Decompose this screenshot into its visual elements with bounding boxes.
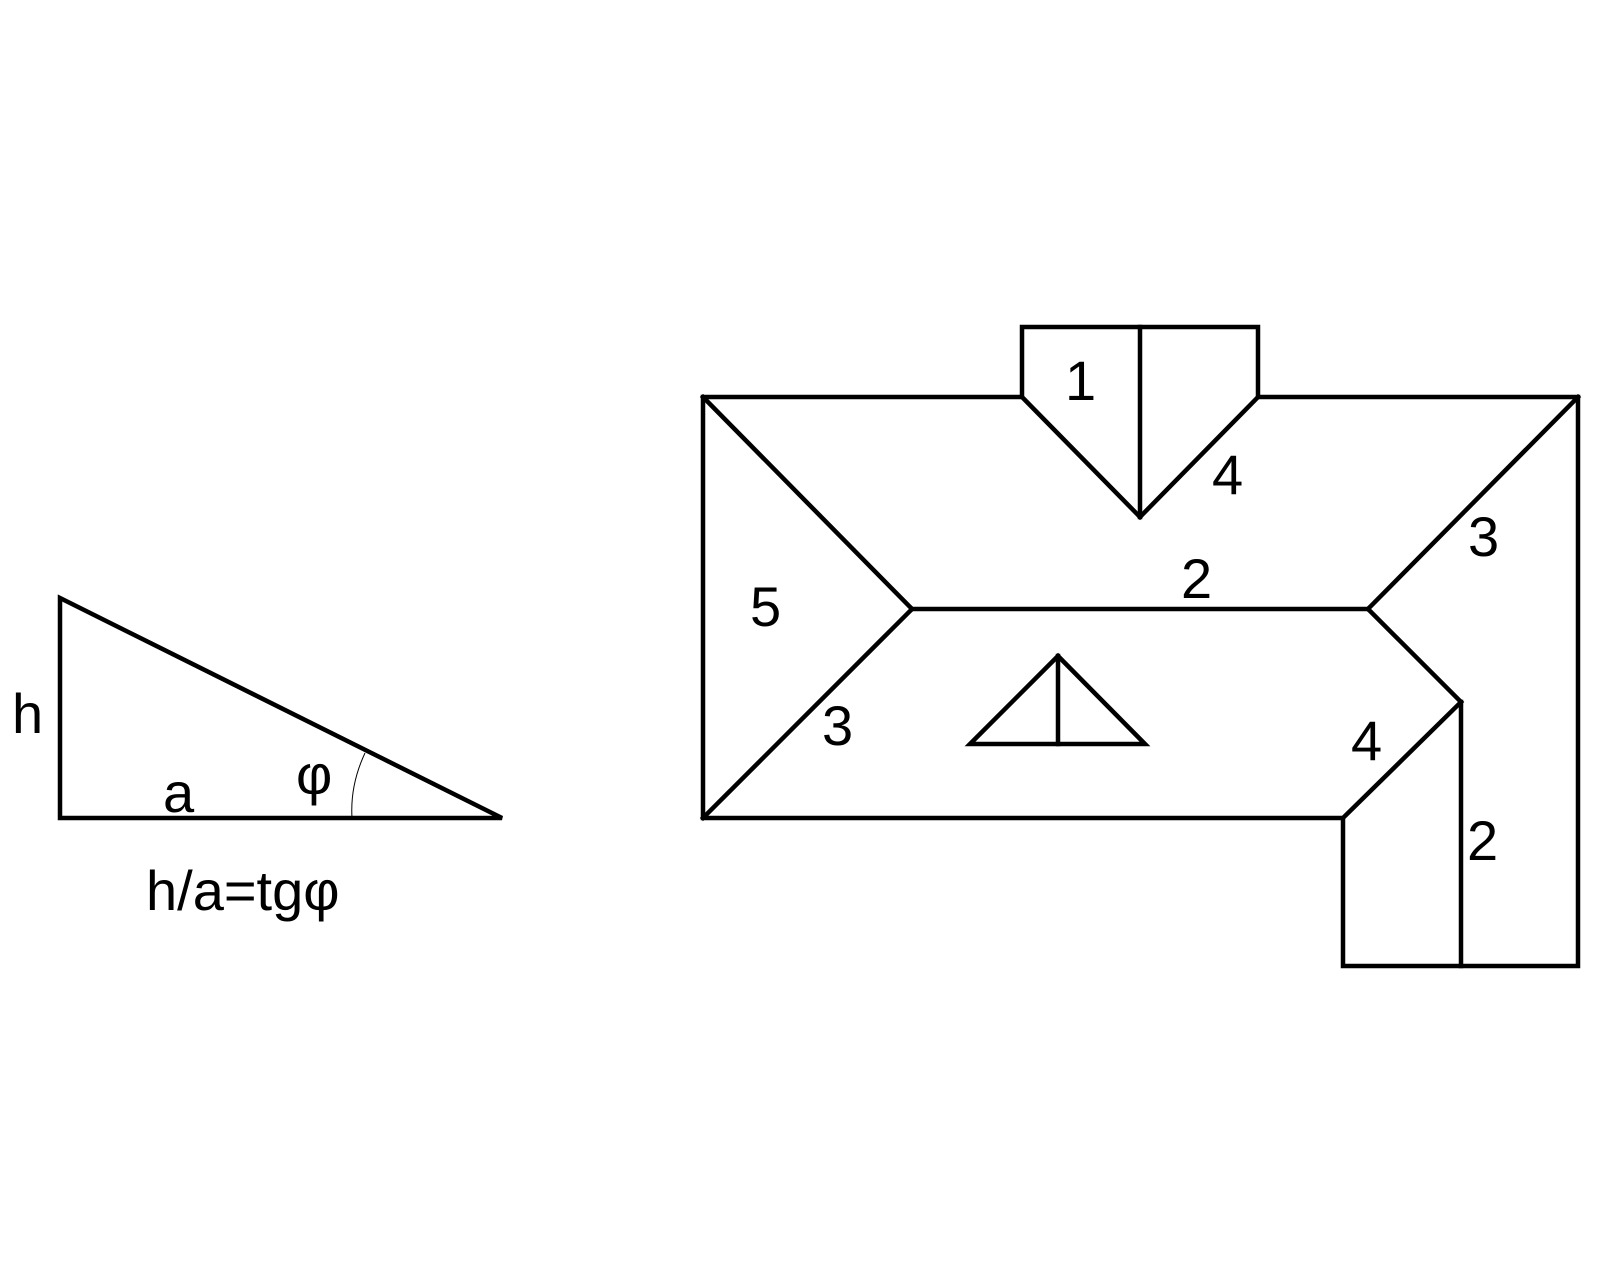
angle-arc	[351, 752, 366, 819]
slope-label-3-right: 3	[1468, 505, 1499, 568]
slope-label-3-left: 3	[822, 694, 853, 757]
slope-label-2-wing: 2	[1467, 809, 1498, 872]
valley-corner	[1339, 698, 1465, 822]
hip-top-right	[1364, 393, 1582, 613]
roof-plan: 1 4 3 2 5 3 4 2	[699, 324, 1582, 969]
slope-label-5: 5	[750, 575, 781, 638]
base-label: a	[163, 761, 195, 824]
slope-label-2-main: 2	[1181, 547, 1212, 610]
height-label: h	[12, 682, 43, 745]
angle-label: φ	[296, 743, 332, 806]
slope-label-4-top: 4	[1212, 443, 1243, 506]
slope-label-4-bottom: 4	[1351, 709, 1382, 772]
slope-label-1: 1	[1065, 349, 1096, 412]
slope-formula: h/a=tgφ	[146, 859, 340, 922]
gable-valley-left	[1018, 393, 1144, 521]
hip-top-left	[699, 393, 916, 613]
valley-right	[1364, 605, 1465, 706]
slope-triangle: h a φ h/a=tgφ	[12, 594, 504, 922]
hip-bottom-left	[699, 605, 916, 822]
triangle-outline	[57, 594, 504, 821]
gable-valley-right	[1136, 393, 1262, 521]
